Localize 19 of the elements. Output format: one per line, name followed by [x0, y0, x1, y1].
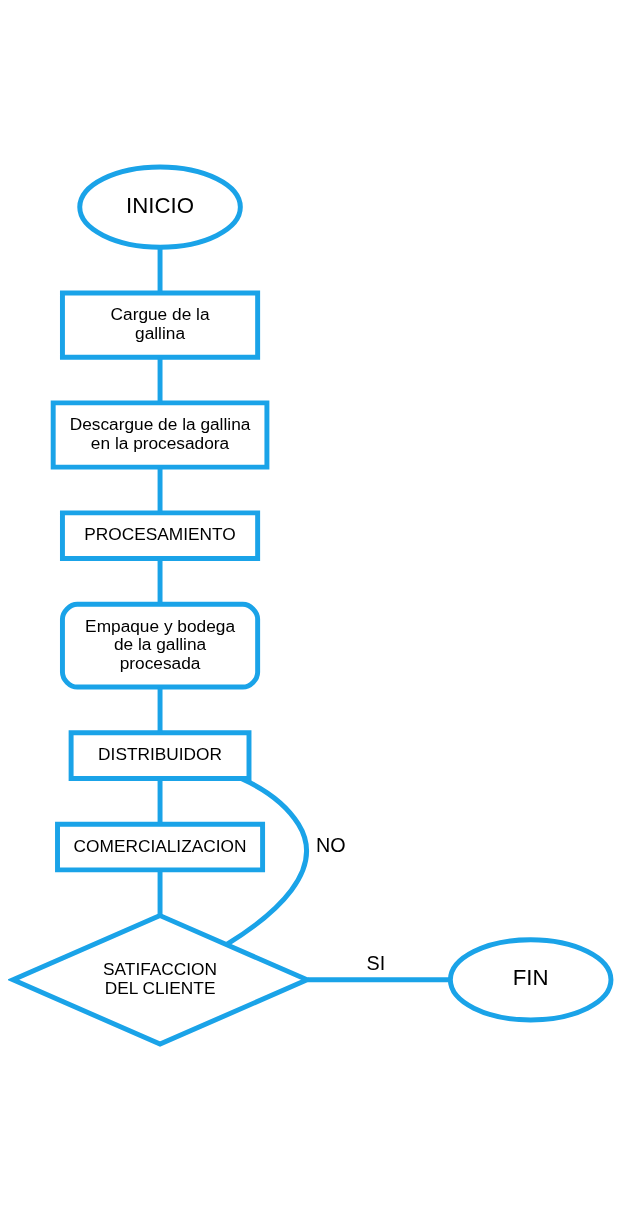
connector	[157, 778, 163, 825]
connector	[157, 687, 163, 733]
node-box: Empaque y bodega de la gallina procesada	[60, 601, 261, 690]
edge-label: NO	[316, 833, 346, 856]
node-box: Cargue de la gallina	[60, 290, 261, 360]
node-box: Descargue de la gallina en la procesadora	[50, 400, 270, 470]
connector	[157, 357, 163, 403]
node-ellipse: INICIO	[77, 164, 243, 250]
node-box: COMERCIALIZACION	[55, 821, 266, 873]
connector	[157, 558, 163, 604]
edge-label: SI	[366, 951, 386, 974]
node-ellipse: FIN	[447, 937, 614, 1023]
connector	[307, 977, 451, 983]
node-box: PROCESAMIENTO	[60, 510, 261, 562]
connector	[157, 870, 163, 916]
node-box: DISTRIBUIDOR	[68, 730, 252, 781]
connector	[157, 247, 163, 293]
connector	[225, 776, 309, 947]
connector	[157, 467, 163, 513]
